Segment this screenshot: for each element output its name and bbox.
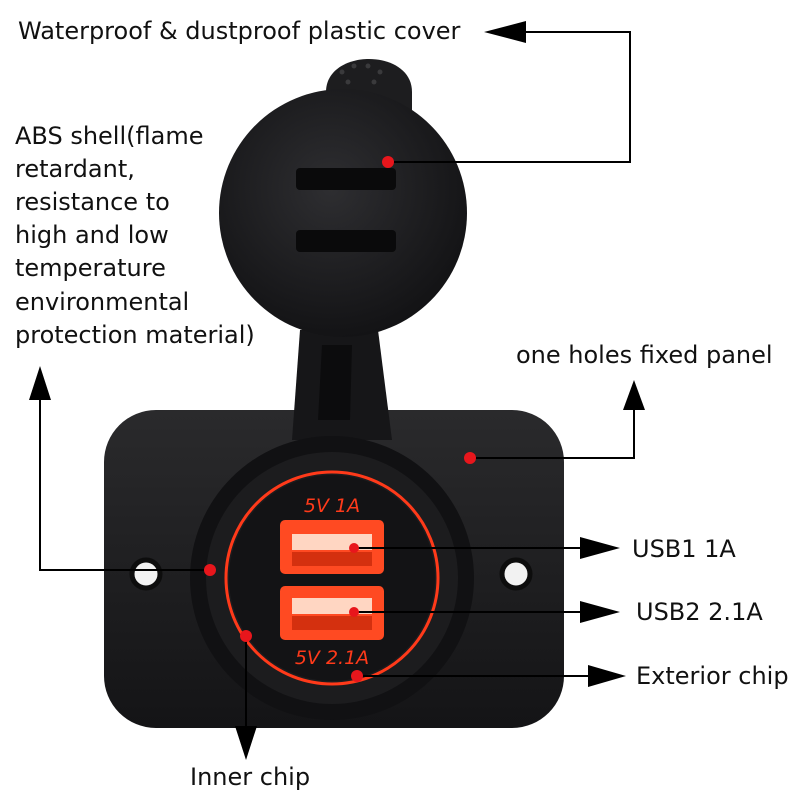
arrowheads: [29, 21, 645, 760]
leader-cover: [388, 31, 631, 163]
tab-dot: [365, 63, 371, 69]
port2-marking: 5V 2.1A: [295, 647, 369, 669]
cover-slot-2: [296, 230, 396, 252]
usb-port-2-inner: [292, 616, 372, 630]
label-shell: ABS shell(flame retardant, resistance to…: [15, 122, 255, 349]
label-inner-chip: Inner chip: [190, 763, 311, 791]
tab-dot: [371, 79, 377, 85]
label-usb2: USB2 2.1A: [636, 598, 763, 626]
marker-inner-chip: [240, 630, 252, 642]
marker-cover: [382, 156, 394, 168]
label-usb1: USB1 1A: [632, 535, 736, 563]
marker-usb1: [349, 543, 359, 553]
protective-cover: [219, 89, 467, 337]
marker-usb2: [349, 607, 359, 617]
arrow-panel-icon: [623, 380, 645, 410]
leader-lines: [39, 31, 635, 730]
label-exterior-chip: Exterior chip: [636, 662, 789, 690]
mounting-hole-left: [129, 557, 163, 591]
strap-groove: [318, 345, 352, 420]
usb-port-1-inner: [292, 552, 372, 566]
tab-dot: [339, 69, 345, 75]
leader-shell: [39, 385, 210, 571]
marker-shell: [204, 564, 216, 576]
arrow-inner-chip-icon: [235, 726, 257, 760]
mounting-hole-right: [499, 557, 533, 591]
marker-exterior-chip: [351, 670, 363, 682]
arrow-cover-icon: [484, 21, 526, 43]
markers: [204, 156, 476, 682]
marker-panel: [464, 452, 476, 464]
arrow-usb2-icon: [580, 601, 620, 623]
arrow-exterior-chip-icon: [588, 665, 626, 687]
tab-dot: [345, 79, 351, 85]
cover-slot-1: [296, 168, 396, 190]
arrow-usb1-icon: [580, 537, 620, 559]
leader-panel: [470, 398, 635, 459]
arrow-shell-icon: [29, 366, 51, 400]
label-panel: one holes fixed panel: [516, 341, 773, 369]
tab-dot: [377, 69, 383, 75]
label-cover: Waterproof & dustproof plastic cover: [18, 17, 461, 45]
port1-marking: 5V 1A: [304, 495, 360, 517]
socket-glow-ring: [224, 470, 440, 686]
tab-dot: [351, 63, 357, 69]
